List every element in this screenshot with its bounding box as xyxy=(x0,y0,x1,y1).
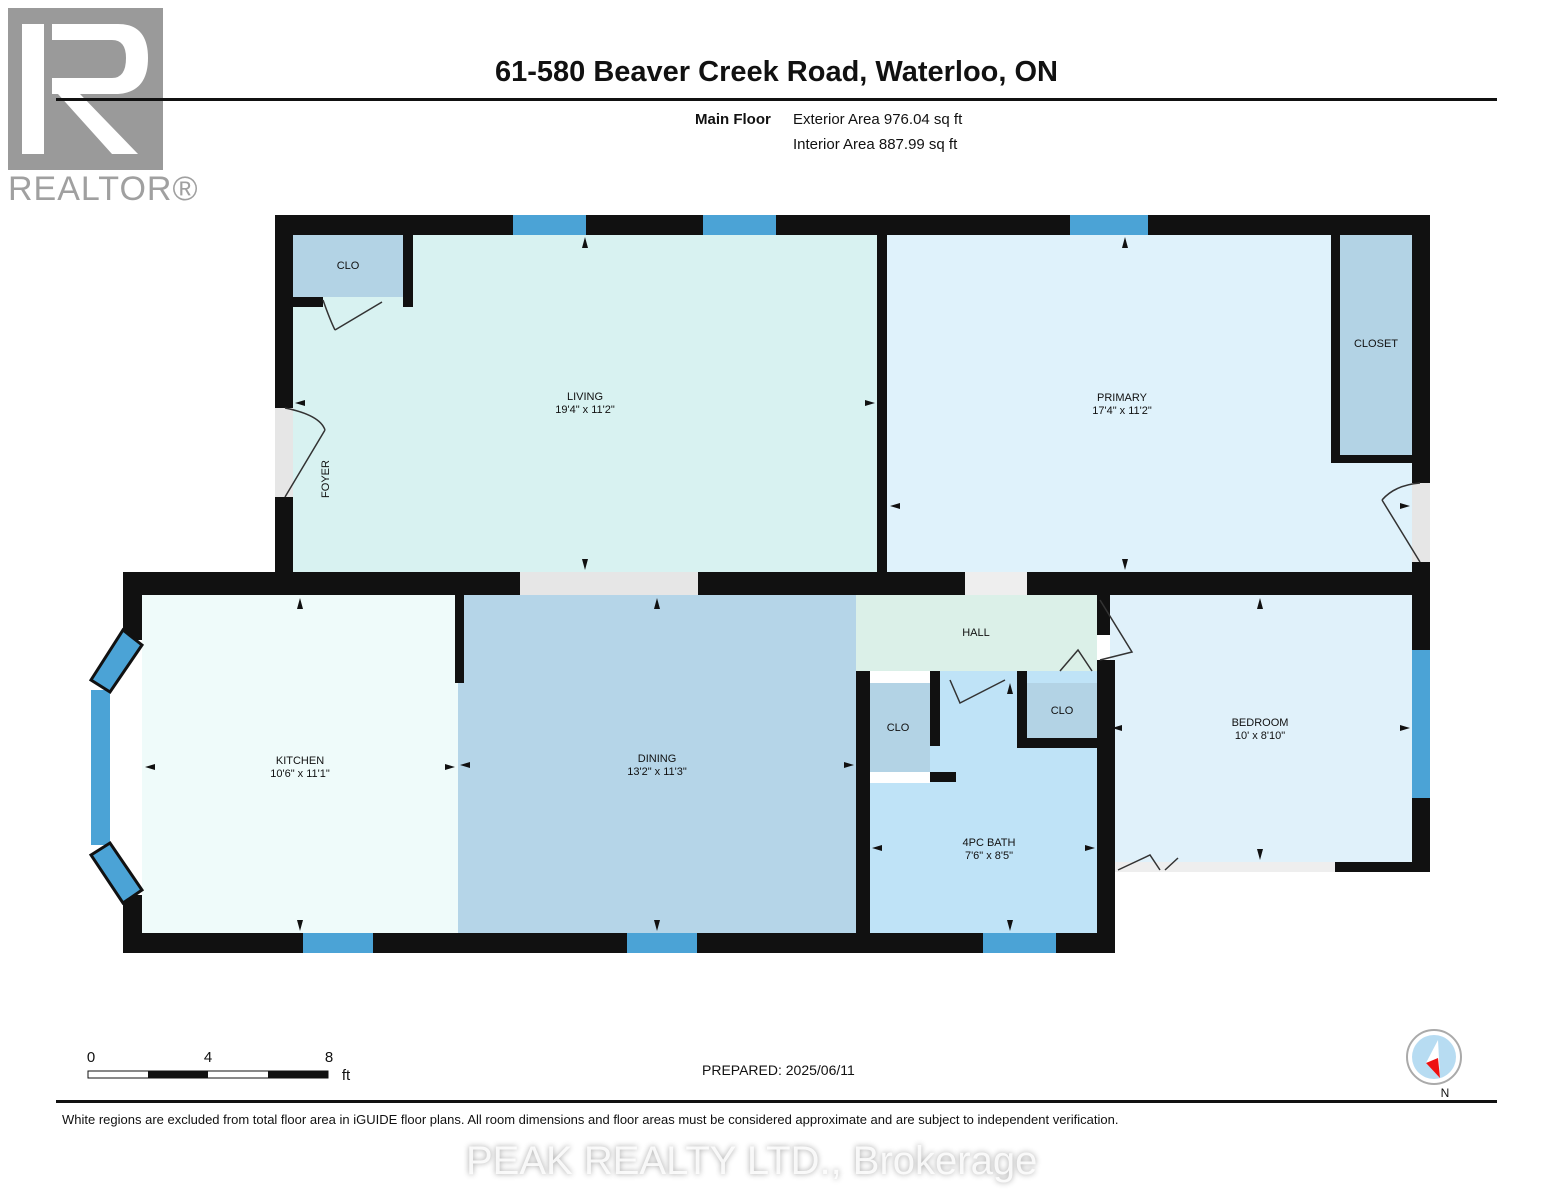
scale-tick-4: 4 xyxy=(204,1049,212,1066)
dims-primary: 17'4" x 11'2" xyxy=(1092,405,1152,417)
closet-primary xyxy=(1340,235,1412,455)
realtor-logo-text: REALTOR® xyxy=(8,170,199,208)
door-swings xyxy=(284,299,1421,871)
label-clo-bath: CLO xyxy=(887,722,910,734)
room-bedroom xyxy=(1110,595,1412,862)
compass-icon: N xyxy=(1406,1029,1462,1100)
dims-kitchen: 10'6" x 11'1" xyxy=(270,768,330,780)
dims-dining: 13'2" x 11'3" xyxy=(627,766,687,778)
sliding-door-bedroom[interactable] xyxy=(1115,862,1335,872)
label-closet-primary: CLOSET xyxy=(1354,338,1398,350)
bay-window-bottom xyxy=(88,840,145,906)
closet-hall xyxy=(1027,683,1097,738)
dims-bedroom: 10' x 8'10" xyxy=(1235,730,1285,742)
dims-living: 19'4" x 11'2" xyxy=(555,404,615,416)
label-bedroom: BEDROOM xyxy=(1232,717,1289,729)
label-hall: HALL xyxy=(962,627,990,639)
windows xyxy=(91,215,1430,953)
label-clo-living: CLO xyxy=(337,260,360,272)
label-living: LIVING xyxy=(567,391,603,403)
exterior-area: Exterior Area 976.04 sq ft xyxy=(793,111,963,128)
interior-area: Interior Area 887.99 sq ft xyxy=(793,136,958,153)
room-primary xyxy=(887,235,1412,572)
room-kitchen xyxy=(142,595,458,933)
label-foyer: FOYER xyxy=(320,460,332,498)
realtor-logo xyxy=(8,8,163,170)
bay-window-top xyxy=(88,627,145,695)
floor-name: Main Floor xyxy=(695,111,771,128)
opening-living-dining xyxy=(520,572,698,595)
room-bath-lower xyxy=(870,783,1097,933)
scale-unit: ft xyxy=(342,1067,351,1084)
brokerage-watermark: PEAK REALTY LTD., Brokerage xyxy=(466,1139,1038,1183)
page-title: 61-580 Beaver Creek Road, Waterloo, ON xyxy=(494,56,1059,88)
opening-hall-living xyxy=(965,572,1027,595)
closet-living xyxy=(293,235,403,297)
label-kitchen: KITCHEN xyxy=(276,755,324,767)
closet-bath xyxy=(868,683,930,772)
room-dining xyxy=(458,595,856,933)
dims-bath: 7'6" x 8'5" xyxy=(965,850,1013,862)
footer-divider xyxy=(56,1100,1497,1103)
label-primary: PRIMARY xyxy=(1097,392,1148,404)
label-bath: 4PC BATH xyxy=(963,837,1016,849)
floor-plan: LIVING 19'4" x 11'2" PRIMARY 17'4" x 11'… xyxy=(87,215,1462,1100)
scale-tick-8: 8 xyxy=(325,1049,333,1066)
scale-bar: 0 4 8 ft xyxy=(87,1049,351,1084)
label-dining: DINING xyxy=(638,753,677,765)
door-primary-ext[interactable] xyxy=(1412,483,1430,562)
dimension-arrows xyxy=(145,237,1410,931)
disclaimer: White regions are excluded from total fl… xyxy=(62,1112,1119,1127)
room-hall xyxy=(856,595,1097,671)
label-clo-hall: CLO xyxy=(1051,705,1074,717)
prepared-date: PREPARED: 2025/06/11 xyxy=(702,1062,855,1078)
realtor-r-icon xyxy=(22,24,148,154)
compass-north-label: N xyxy=(1441,1086,1450,1100)
door-front[interactable] xyxy=(275,408,293,497)
scale-tick-0: 0 xyxy=(87,1049,95,1066)
header-divider xyxy=(56,98,1497,101)
